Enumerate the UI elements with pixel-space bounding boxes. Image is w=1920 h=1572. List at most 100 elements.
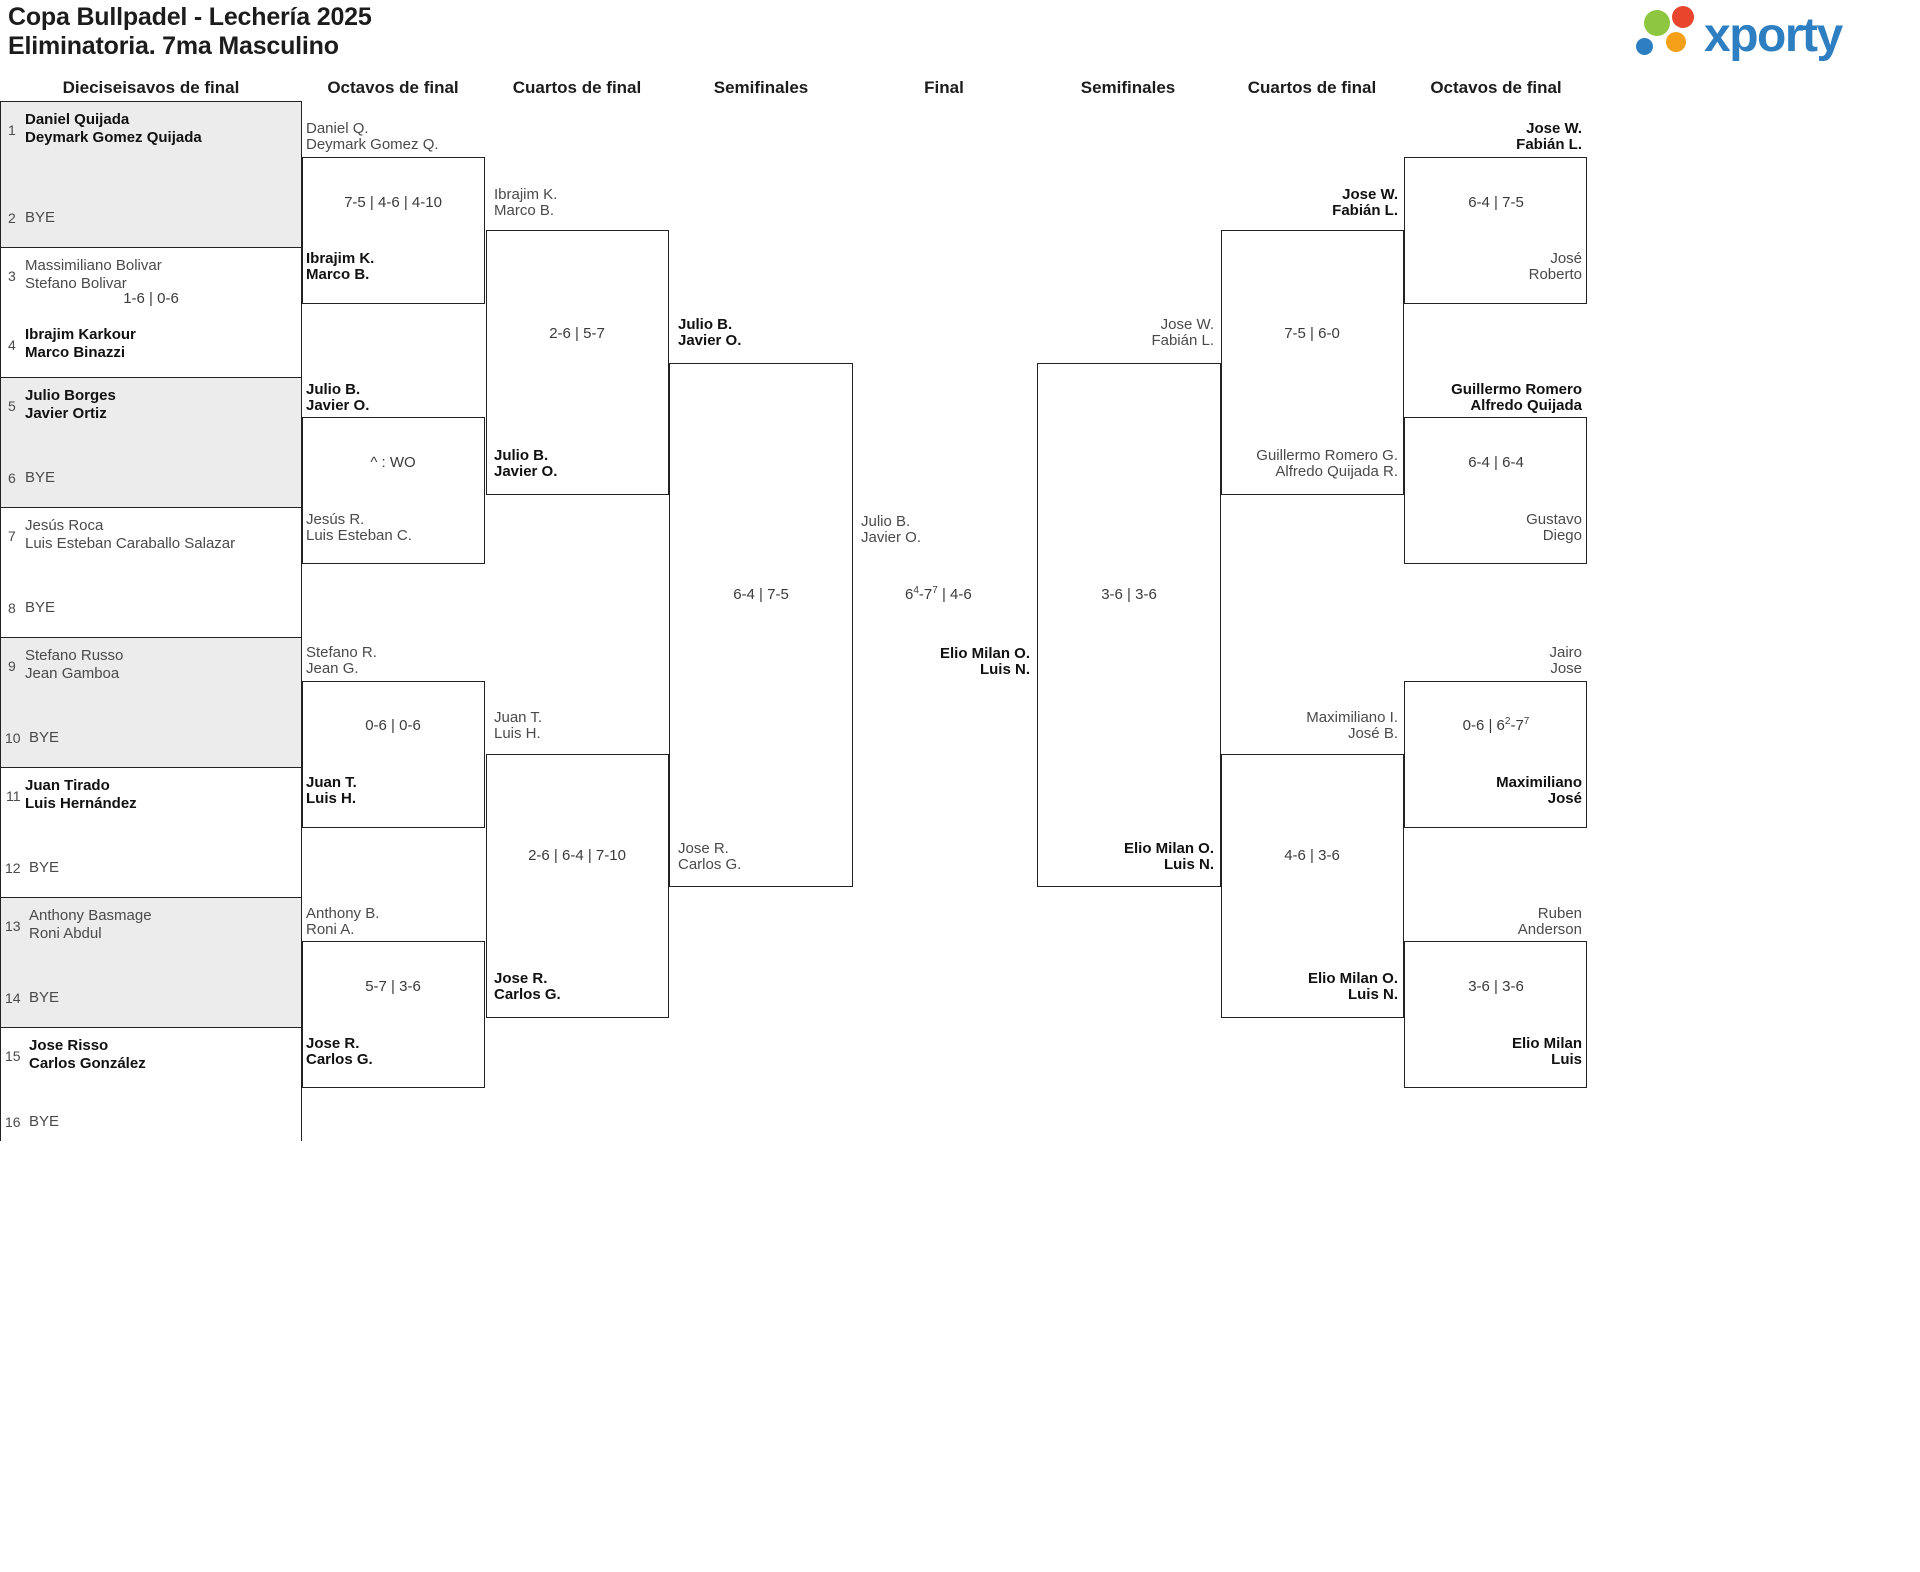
left-cuartos-m2-box[interactable] xyxy=(486,754,669,1018)
seed-row-10[interactable]: 10 BYE xyxy=(1,702,301,767)
seed-column: 1 Daniel Quijada Deymark Gomez Quijada 2… xyxy=(0,101,302,1141)
right-semi-bot-p2: Luis N. xyxy=(1163,856,1214,873)
right-octavos-m4-bot-p1: Elio Milan xyxy=(1511,1035,1582,1052)
round-header-octavos-left: Octavos de final xyxy=(327,78,459,97)
seed-row-12[interactable]: 12 BYE xyxy=(1,832,301,897)
left-octavos-m2-box[interactable] xyxy=(302,417,485,564)
left-cuartos-m2-bot-p1: Jose R. xyxy=(494,970,548,987)
seed-player-2: Javier Ortiz xyxy=(25,405,107,422)
left-semi-bot-p2: Carlos G. xyxy=(678,856,742,873)
seed-row-4[interactable]: 4 Ibrajim Karkour Marco Binazzi xyxy=(1,312,301,377)
left-semi-box[interactable] xyxy=(669,363,853,887)
right-cuartos-m2-box[interactable] xyxy=(1221,754,1404,1018)
left-octavos-m2-bot-p2: Luis Esteban C. xyxy=(306,527,412,544)
right-semi-bot-p1: Elio Milan O. xyxy=(1123,840,1214,857)
right-octavos-m2-bot-p2: Diego xyxy=(1542,527,1582,544)
left-cuartos-m1-bot-p1: Julio B. xyxy=(494,447,549,464)
seed-number: 3 xyxy=(8,268,16,284)
seed-number: 9 xyxy=(8,658,16,674)
right-cuartos-m2-bot-p2: Luis N. xyxy=(1347,986,1398,1003)
right-octavos-m1-score: 6-4 | 7-5 xyxy=(1468,194,1524,211)
seed-row-2[interactable]: 2 BYE xyxy=(1,166,301,247)
seed-number: 15 xyxy=(5,1048,21,1064)
seed-row-3[interactable]: 3 Massimiliano Bolivar Stefano Bolivar xyxy=(1,247,301,312)
left-octavos-m4-box[interactable] xyxy=(302,941,485,1088)
logo-dot-blue xyxy=(1636,38,1653,55)
seed-row-5[interactable]: 5 Julio Borges Javier Ortiz xyxy=(1,377,301,442)
left-octavos-m2-bot-p1: Jesús R. xyxy=(306,511,365,528)
logo-wordmark: xporty xyxy=(1704,9,1843,62)
right-semi-top-p2: Fabián L. xyxy=(1151,332,1214,349)
seed-row-16[interactable]: 16 BYE xyxy=(1,1092,301,1141)
left-octavos-m4-score: 5-7 | 3-6 xyxy=(365,978,421,995)
left-octavos-m1-box[interactable] xyxy=(302,157,485,304)
seed-number: 1 xyxy=(8,122,16,138)
right-semi-score: 3-6 | 3-6 xyxy=(1101,586,1157,603)
right-octavos-m2-score: 6-4 | 6-4 xyxy=(1468,454,1524,471)
right-octavos-m1-top-p1: Jose W. xyxy=(1526,120,1582,137)
right-octavos-m3-top-p2: Jose xyxy=(1550,660,1582,677)
left-semi-top-p1: Julio B. xyxy=(678,316,733,333)
final-score: 64-77 | 4-6 xyxy=(905,585,972,604)
bye-label: BYE xyxy=(29,989,60,1006)
seed-player-1: Massimiliano Bolivar xyxy=(25,257,162,274)
seed-row-1[interactable]: 1 Daniel Quijada Deymark Gomez Quijada xyxy=(1,101,301,166)
right-cuartos-m2-top-p1: Maximiliano I. xyxy=(1306,709,1398,726)
left-octavos-m3-score: 0-6 | 0-6 xyxy=(365,717,421,734)
round-header-cuartos-right: Cuartos de final xyxy=(1247,78,1377,97)
right-semi-box[interactable] xyxy=(1037,363,1221,887)
tournament-title: Copa Bullpadel - Lechería 2025 xyxy=(8,3,372,31)
left-cuartos-m2-bot-p2: Carlos G. xyxy=(494,986,561,1003)
xporty-logo[interactable]: xporty xyxy=(1620,6,1920,68)
seed-player-1: Daniel Quijada xyxy=(25,111,130,128)
right-octavos-m3-box[interactable] xyxy=(1404,681,1587,828)
left-octavos-m4-bot-p1: Jose R. xyxy=(306,1035,360,1052)
logo-dot-green xyxy=(1644,10,1670,36)
right-octavos-m3-score: 0-6 | 62-77 xyxy=(1462,716,1530,735)
left-octavos-m4-bot-p2: Carlos G. xyxy=(306,1051,373,1068)
seed-row-11[interactable]: 11 Juan Tirado Luis Hernández xyxy=(1,767,301,832)
seed-row-13[interactable]: 13 Anthony Basmage Roni Abdul xyxy=(1,897,301,962)
left-cuartos-m2-score: 2-6 | 6-4 | 7-10 xyxy=(528,847,626,864)
seed-row-6[interactable]: 6 BYE xyxy=(1,442,301,507)
right-octavos-m4-box[interactable] xyxy=(1404,941,1587,1088)
seed-row-7[interactable]: 7 Jesús Roca Luis Esteban Caraballo Sala… xyxy=(1,507,301,572)
seed-row-15[interactable]: 15 Jose Risso Carlos González xyxy=(1,1027,301,1092)
seed-row-9[interactable]: 9 Stefano Russo Jean Gamboa xyxy=(1,637,301,702)
seed-number: 14 xyxy=(5,990,21,1006)
round-header-final: Final xyxy=(924,78,964,97)
left-semi-score: 6-4 | 7-5 xyxy=(733,586,789,603)
seed-number: 2 xyxy=(8,210,16,226)
right-octavos-m4-bot-p2: Luis xyxy=(1551,1051,1582,1068)
right-semi-top-p1: Jose W. xyxy=(1160,316,1214,333)
right-cuartos-m1-box[interactable] xyxy=(1221,230,1404,495)
left-semi-bot-p1: Jose R. xyxy=(678,840,729,857)
left-octavos-m1-bot-p1: Ibrajim K. xyxy=(306,250,375,267)
seed-player-2: Stefano Bolivar xyxy=(25,275,127,292)
seed-player-1: Anthony Basmage xyxy=(29,907,152,924)
seed-player-2: Deymark Gomez Quijada xyxy=(25,129,202,146)
final-right-p1: Elio Milan O. xyxy=(939,645,1030,662)
bye-label: BYE xyxy=(25,469,56,486)
left-cuartos-m1-top-p1: Ibrajim K. xyxy=(494,186,558,203)
bye-label: BYE xyxy=(29,729,60,746)
right-cuartos-m1-score: 7-5 | 6-0 xyxy=(1284,325,1340,342)
right-cuartos-m1-top-p1: Jose W. xyxy=(1342,186,1398,203)
right-cuartos-m1-bot-p1: Guillermo Romero G. xyxy=(1256,447,1398,464)
left-octavos-m3-box[interactable] xyxy=(302,681,485,828)
seed-player-1: Julio Borges xyxy=(25,387,116,404)
right-octavos-m2-box[interactable] xyxy=(1404,417,1587,564)
right-cuartos-m2-score: 4-6 | 3-6 xyxy=(1284,847,1340,864)
left-cuartos-m1-top-p2: Marco B. xyxy=(494,202,555,219)
seed-player-1: Juan Tirado xyxy=(25,777,110,794)
seed-row-14[interactable]: 14 BYE xyxy=(1,962,301,1027)
seed-player-2: Luis Esteban Caraballo Salazar xyxy=(25,535,236,552)
left-octavos-m3-top-p2: Jean G. xyxy=(306,660,359,677)
round-header-dieciseisavos-left: Dieciseisavos de final xyxy=(62,78,240,97)
right-octavos-m1-box[interactable] xyxy=(1404,157,1587,304)
right-octavos-m4-score: 3-6 | 3-6 xyxy=(1468,978,1524,995)
seed-number: 12 xyxy=(5,860,21,876)
seed-row-8[interactable]: 8 BYE xyxy=(1,572,301,637)
right-cuartos-m2-top-p2: José B. xyxy=(1347,725,1398,742)
left-cuartos-m1-box[interactable] xyxy=(486,230,669,495)
